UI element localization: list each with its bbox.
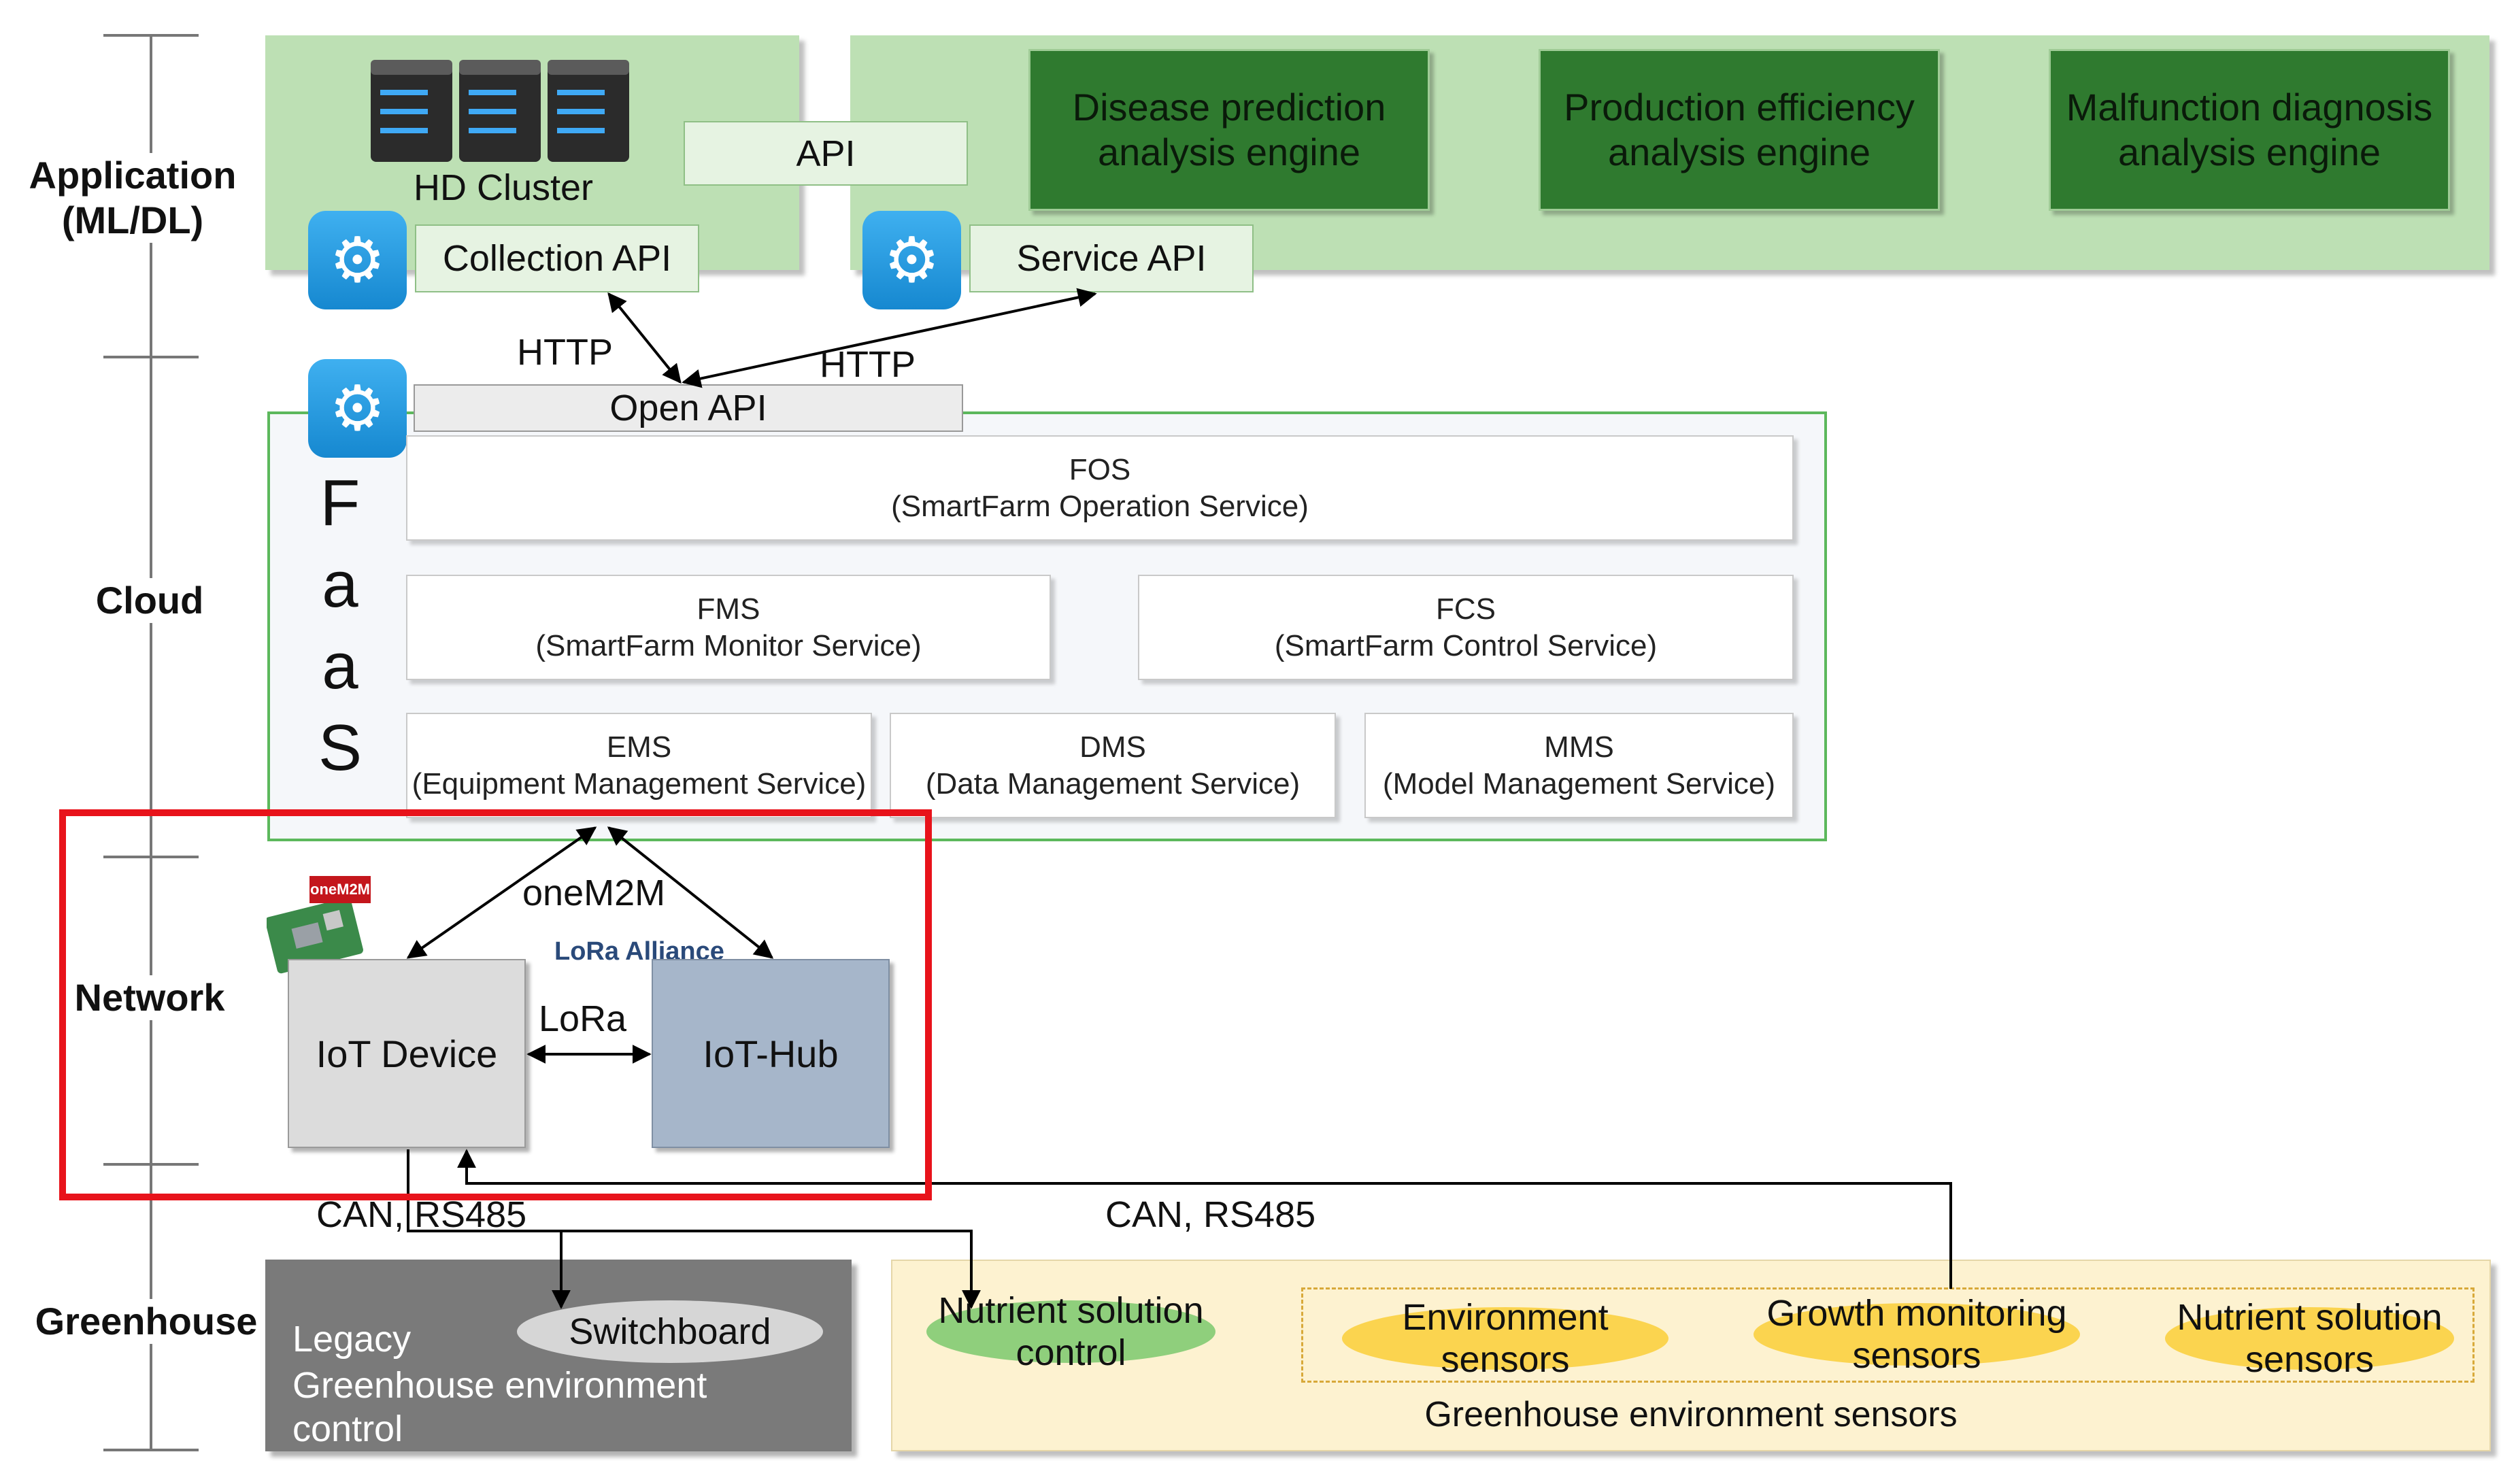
can-label-right: CAN, RS485 xyxy=(1105,1194,1316,1235)
legacy-title: Legacy xyxy=(292,1319,412,1360)
malfunction-diagnosis-engine: Malfunction diagnosis analysis engine xyxy=(2049,49,2450,211)
onem2m-label: oneM2M xyxy=(522,873,666,913)
collection-api-box: Collection API xyxy=(415,224,699,292)
service-dms: DMS (Data Management Service) xyxy=(890,713,1336,818)
service-name: DMS xyxy=(1079,730,1146,764)
sensors-group-label: Greenhouse environment sensors xyxy=(1424,1395,1958,1434)
can-edge-nutrient xyxy=(561,1230,981,1309)
onem2m-edge-hub xyxy=(607,826,774,959)
iot-hub: IoT-Hub xyxy=(652,959,890,1148)
service-name: FMS xyxy=(697,592,760,626)
service-name: FOS xyxy=(1069,452,1131,486)
layer-label-greenhouse: Greenhouse xyxy=(27,1299,265,1344)
layer-label-cloud: Cloud xyxy=(68,578,231,623)
hd-cluster-label: HD Cluster xyxy=(413,167,594,208)
service-ems: EMS (Equipment Management Service) xyxy=(406,713,872,818)
server-cluster-icon xyxy=(371,60,629,162)
disease-prediction-engine: Disease prediction analysis engine xyxy=(1028,49,1430,211)
iot-device: IoT Device xyxy=(288,959,526,1148)
production-efficiency-engine: Production efficiency analysis engine xyxy=(1539,49,1940,211)
service-mms: MMS (Model Management Service) xyxy=(1364,713,1794,818)
faas-letter: a xyxy=(322,630,358,703)
service-fos: FOS (SmartFarm Operation Service) xyxy=(406,435,1794,541)
can-edge-growth-sensors xyxy=(457,1149,1952,1289)
faas-letter: S xyxy=(318,711,363,784)
sensors-group-outline xyxy=(1301,1287,2475,1383)
service-api-box: Service API xyxy=(969,224,1254,292)
iot-board-icon xyxy=(267,897,363,974)
switchboard: Switchboard xyxy=(517,1300,823,1363)
onem2m-logo: oneM2M xyxy=(309,876,371,903)
service-full-name: (Data Management Service) xyxy=(925,766,1301,800)
can-label-left: CAN, RS485 xyxy=(316,1194,527,1235)
layer-label-application: Application (ML/DL) xyxy=(20,153,245,243)
service-full-name: (SmartFarm Monitor Service) xyxy=(535,628,922,662)
service-fms: FMS (SmartFarm Monitor Service) xyxy=(406,575,1051,680)
gear-icon: ⚙ xyxy=(308,359,407,458)
faas-letter: F xyxy=(320,467,360,539)
onem2m-edge-device xyxy=(406,826,597,959)
gear-icon: ⚙ xyxy=(308,211,407,309)
service-full-name: (SmartFarm Control Service) xyxy=(1274,628,1658,662)
faas-letter: a xyxy=(322,548,358,621)
service-name: FCS xyxy=(1436,592,1496,626)
can-edge-switchboard xyxy=(407,1149,571,1309)
http-label-left: HTTP xyxy=(517,332,613,373)
service-name: EMS xyxy=(606,730,672,764)
lora-label: LoRa xyxy=(539,998,627,1039)
service-full-name: (Equipment Management Service) xyxy=(412,766,867,800)
http-label-right: HTTP xyxy=(820,344,916,385)
service-name: MMS xyxy=(1544,730,1614,764)
http-edge-service xyxy=(682,288,1097,388)
legacy-description: Greenhouse environment control xyxy=(292,1365,707,1449)
service-full-name: (SmartFarm Operation Service) xyxy=(891,489,1309,523)
api-box: API xyxy=(684,121,968,186)
http-edge-collection xyxy=(607,292,682,384)
service-full-name: (Model Management Service) xyxy=(1382,766,1776,800)
service-fcs: FCS (SmartFarm Control Service) xyxy=(1138,575,1794,680)
layer-label-network: Network xyxy=(61,975,238,1020)
network-highlight-frame xyxy=(59,809,932,1200)
